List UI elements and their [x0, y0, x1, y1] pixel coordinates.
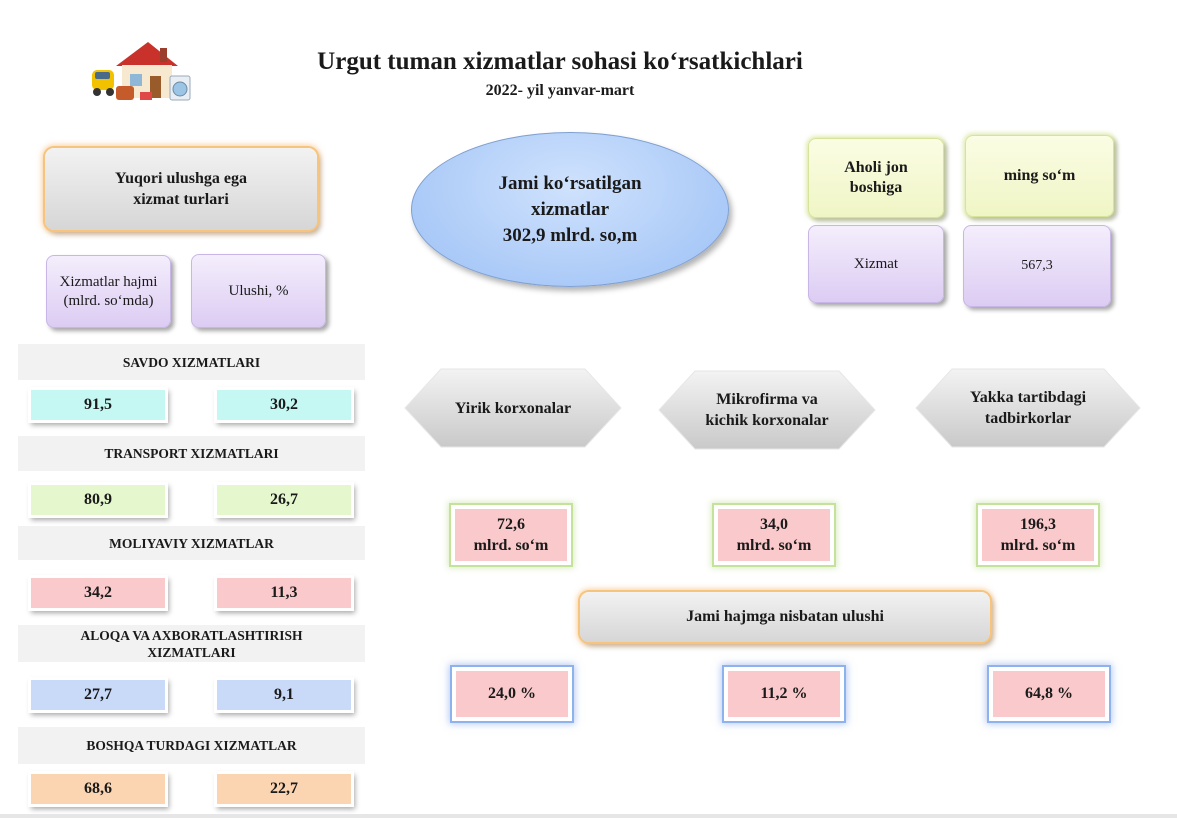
page-title: Urgut tuman xizmatlar sohasi ko‘rsatkich…	[317, 48, 803, 75]
category-label: MOLIYAVIY XIZMATLAR	[18, 526, 365, 560]
volume-column-header: Xizmatlar hajmi (mlrd. so‘mda)	[46, 255, 171, 328]
group-hexagon: Yakka tartibdagi tadbirkorlar	[914, 367, 1141, 449]
category-volume: 27,7	[31, 680, 165, 710]
category-label: ALOQA VA AXBORATLASHTIRISH XIZMATLARI	[18, 625, 365, 662]
group-hexagon: Yirik korxonalar	[403, 367, 623, 449]
bottom-divider	[0, 814, 1177, 818]
total-line: Jami ko‘rsatilgan	[498, 172, 642, 194]
group-name: Mikrofirma va kichik korxonalar	[705, 391, 829, 429]
page-subtitle: 2022- yil yanvar-mart	[485, 82, 635, 99]
category-volume: 68,6	[31, 774, 165, 804]
category-share: 9,1	[217, 680, 351, 710]
category-label: SAVDO XIZMATLARI	[18, 344, 365, 380]
share-column-header: Ulushi, %	[191, 254, 326, 328]
category-volume: 80,9	[31, 485, 165, 515]
per-capita-item: Xizmat	[808, 225, 944, 303]
category-share: 11,3	[217, 578, 351, 608]
category-share: 26,7	[217, 485, 351, 515]
share-heading: Jami hajmga nisbatan ulushi	[580, 592, 990, 642]
per-capita-unit: ming so‘m	[965, 135, 1114, 217]
category-label: BOSHQA TURDAGI XIZMATLAR	[18, 727, 365, 764]
category-label: TRANSPORT XIZMATLARI	[18, 436, 365, 471]
per-capita-value: 567,3	[963, 225, 1111, 307]
house-services-icon	[86, 36, 196, 106]
group-share: 24,0 %	[456, 671, 568, 717]
category-share: 22,7	[217, 774, 351, 804]
top-services-heading: Yuqori ulushga ega xizmat turlari	[45, 148, 317, 230]
group-name: Yirik korxonalar	[454, 399, 572, 417]
category-volume: 34,2	[31, 578, 165, 608]
category-share: 30,2	[217, 390, 351, 420]
category-volume: 91,5	[31, 390, 165, 420]
per-capita-label: Aholi jon boshiga	[808, 138, 944, 218]
group-share: 64,8 %	[993, 671, 1105, 717]
total-line: xizmatlar	[530, 198, 610, 220]
total-amount: 302,9 mlrd. so,m	[502, 224, 638, 246]
total-services-ellipse: Jami ko‘rsatilgan xizmatlar 302,9 mlrd. …	[411, 132, 729, 287]
group-hexagon: Mikrofirma va kichik korxonalar	[657, 369, 877, 451]
group-share: 11,2 %	[728, 671, 840, 717]
group-name: Yakka tartibdagi tadbirkorlar	[969, 389, 1087, 427]
